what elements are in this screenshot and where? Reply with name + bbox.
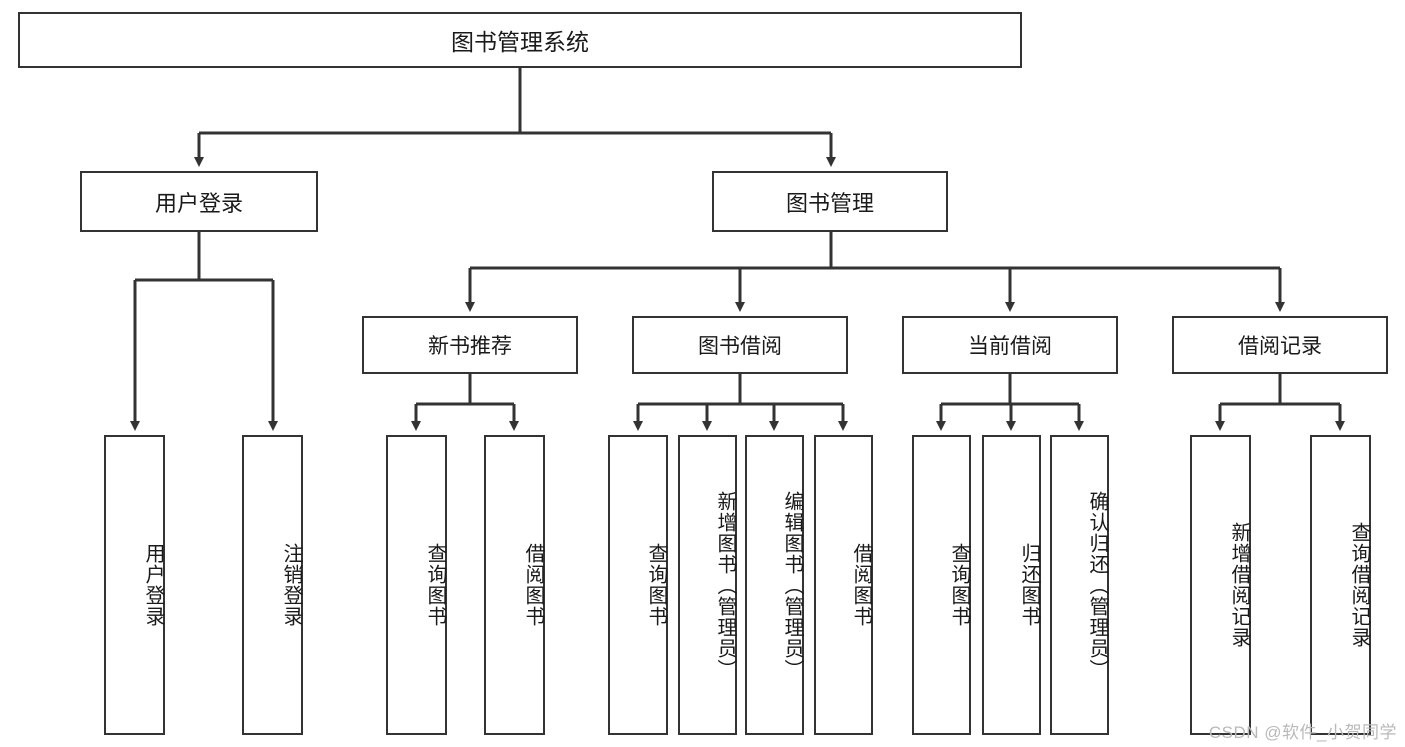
node-leaf-add-book-admin[interactable]: 新增图书（管理员） xyxy=(678,435,737,735)
node-user-login[interactable]: 用户登录 xyxy=(80,171,318,232)
node-leaf-borrow-book-recommend[interactable]: 借阅图书 xyxy=(484,435,545,735)
node-leaf-user-logout-label: 注销登录 xyxy=(280,543,302,627)
node-leaf-confirm-return-admin-label: 确认归还（管理员） xyxy=(1086,490,1108,680)
node-root[interactable]: 图书管理系统 xyxy=(18,12,1022,68)
node-leaf-user-login-label: 用户登录 xyxy=(142,543,164,627)
node-leaf-borrow-book-label: 借阅图书 xyxy=(850,543,872,627)
node-leaf-return-book-label: 归还图书 xyxy=(1018,543,1040,627)
node-leaf-user-login[interactable]: 用户登录 xyxy=(104,435,165,735)
node-leaf-add-borrow-record[interactable]: 新增借阅记录 xyxy=(1190,435,1251,735)
node-user-login-label: 用户登录 xyxy=(154,190,243,216)
node-new-book-recommend[interactable]: 新书推荐 xyxy=(362,316,578,374)
node-leaf-add-book-admin-label: 新增图书（管理员） xyxy=(714,490,736,680)
node-leaf-query-borrow-record[interactable]: 查询借阅记录 xyxy=(1310,435,1371,735)
node-leaf-query-book-current[interactable]: 查询图书 xyxy=(912,435,971,735)
node-book-management[interactable]: 图书管理 xyxy=(712,171,948,232)
node-current-borrow-label: 当前借阅 xyxy=(968,335,1052,358)
node-borrow-record-label: 借阅记录 xyxy=(1238,335,1322,358)
node-leaf-return-book[interactable]: 归还图书 xyxy=(982,435,1041,735)
node-leaf-edit-book-admin[interactable]: 编辑图书（管理员） xyxy=(745,435,804,735)
node-leaf-query-book-recommend-label: 查询图书 xyxy=(424,543,446,627)
node-book-borrow[interactable]: 图书借阅 xyxy=(632,316,848,374)
node-current-borrow[interactable]: 当前借阅 xyxy=(902,316,1118,374)
node-root-label: 图书管理系统 xyxy=(451,29,589,55)
node-leaf-add-borrow-record-label: 新增借阅记录 xyxy=(1228,522,1250,648)
node-new-book-recommend-label: 新书推荐 xyxy=(428,335,512,358)
node-leaf-user-logout[interactable]: 注销登录 xyxy=(242,435,303,735)
watermark-text: CSDN @软件_小贺同学 xyxy=(1208,723,1397,742)
node-borrow-record[interactable]: 借阅记录 xyxy=(1172,316,1388,374)
node-leaf-borrow-book-recommend-label: 借阅图书 xyxy=(522,543,544,627)
node-book-borrow-label: 图书借阅 xyxy=(698,335,782,358)
node-leaf-query-book-borrow-label: 查询图书 xyxy=(645,543,667,627)
node-leaf-edit-book-admin-label: 编辑图书（管理员） xyxy=(781,490,803,680)
node-leaf-query-book-current-label: 查询图书 xyxy=(948,543,970,627)
node-leaf-query-book-borrow[interactable]: 查询图书 xyxy=(608,435,668,735)
node-leaf-query-book-recommend[interactable]: 查询图书 xyxy=(386,435,447,735)
node-leaf-borrow-book[interactable]: 借阅图书 xyxy=(814,435,873,735)
node-leaf-query-borrow-record-label: 查询借阅记录 xyxy=(1348,522,1370,648)
node-book-management-label: 图书管理 xyxy=(785,190,874,216)
node-leaf-confirm-return-admin[interactable]: 确认归还（管理员） xyxy=(1050,435,1109,735)
